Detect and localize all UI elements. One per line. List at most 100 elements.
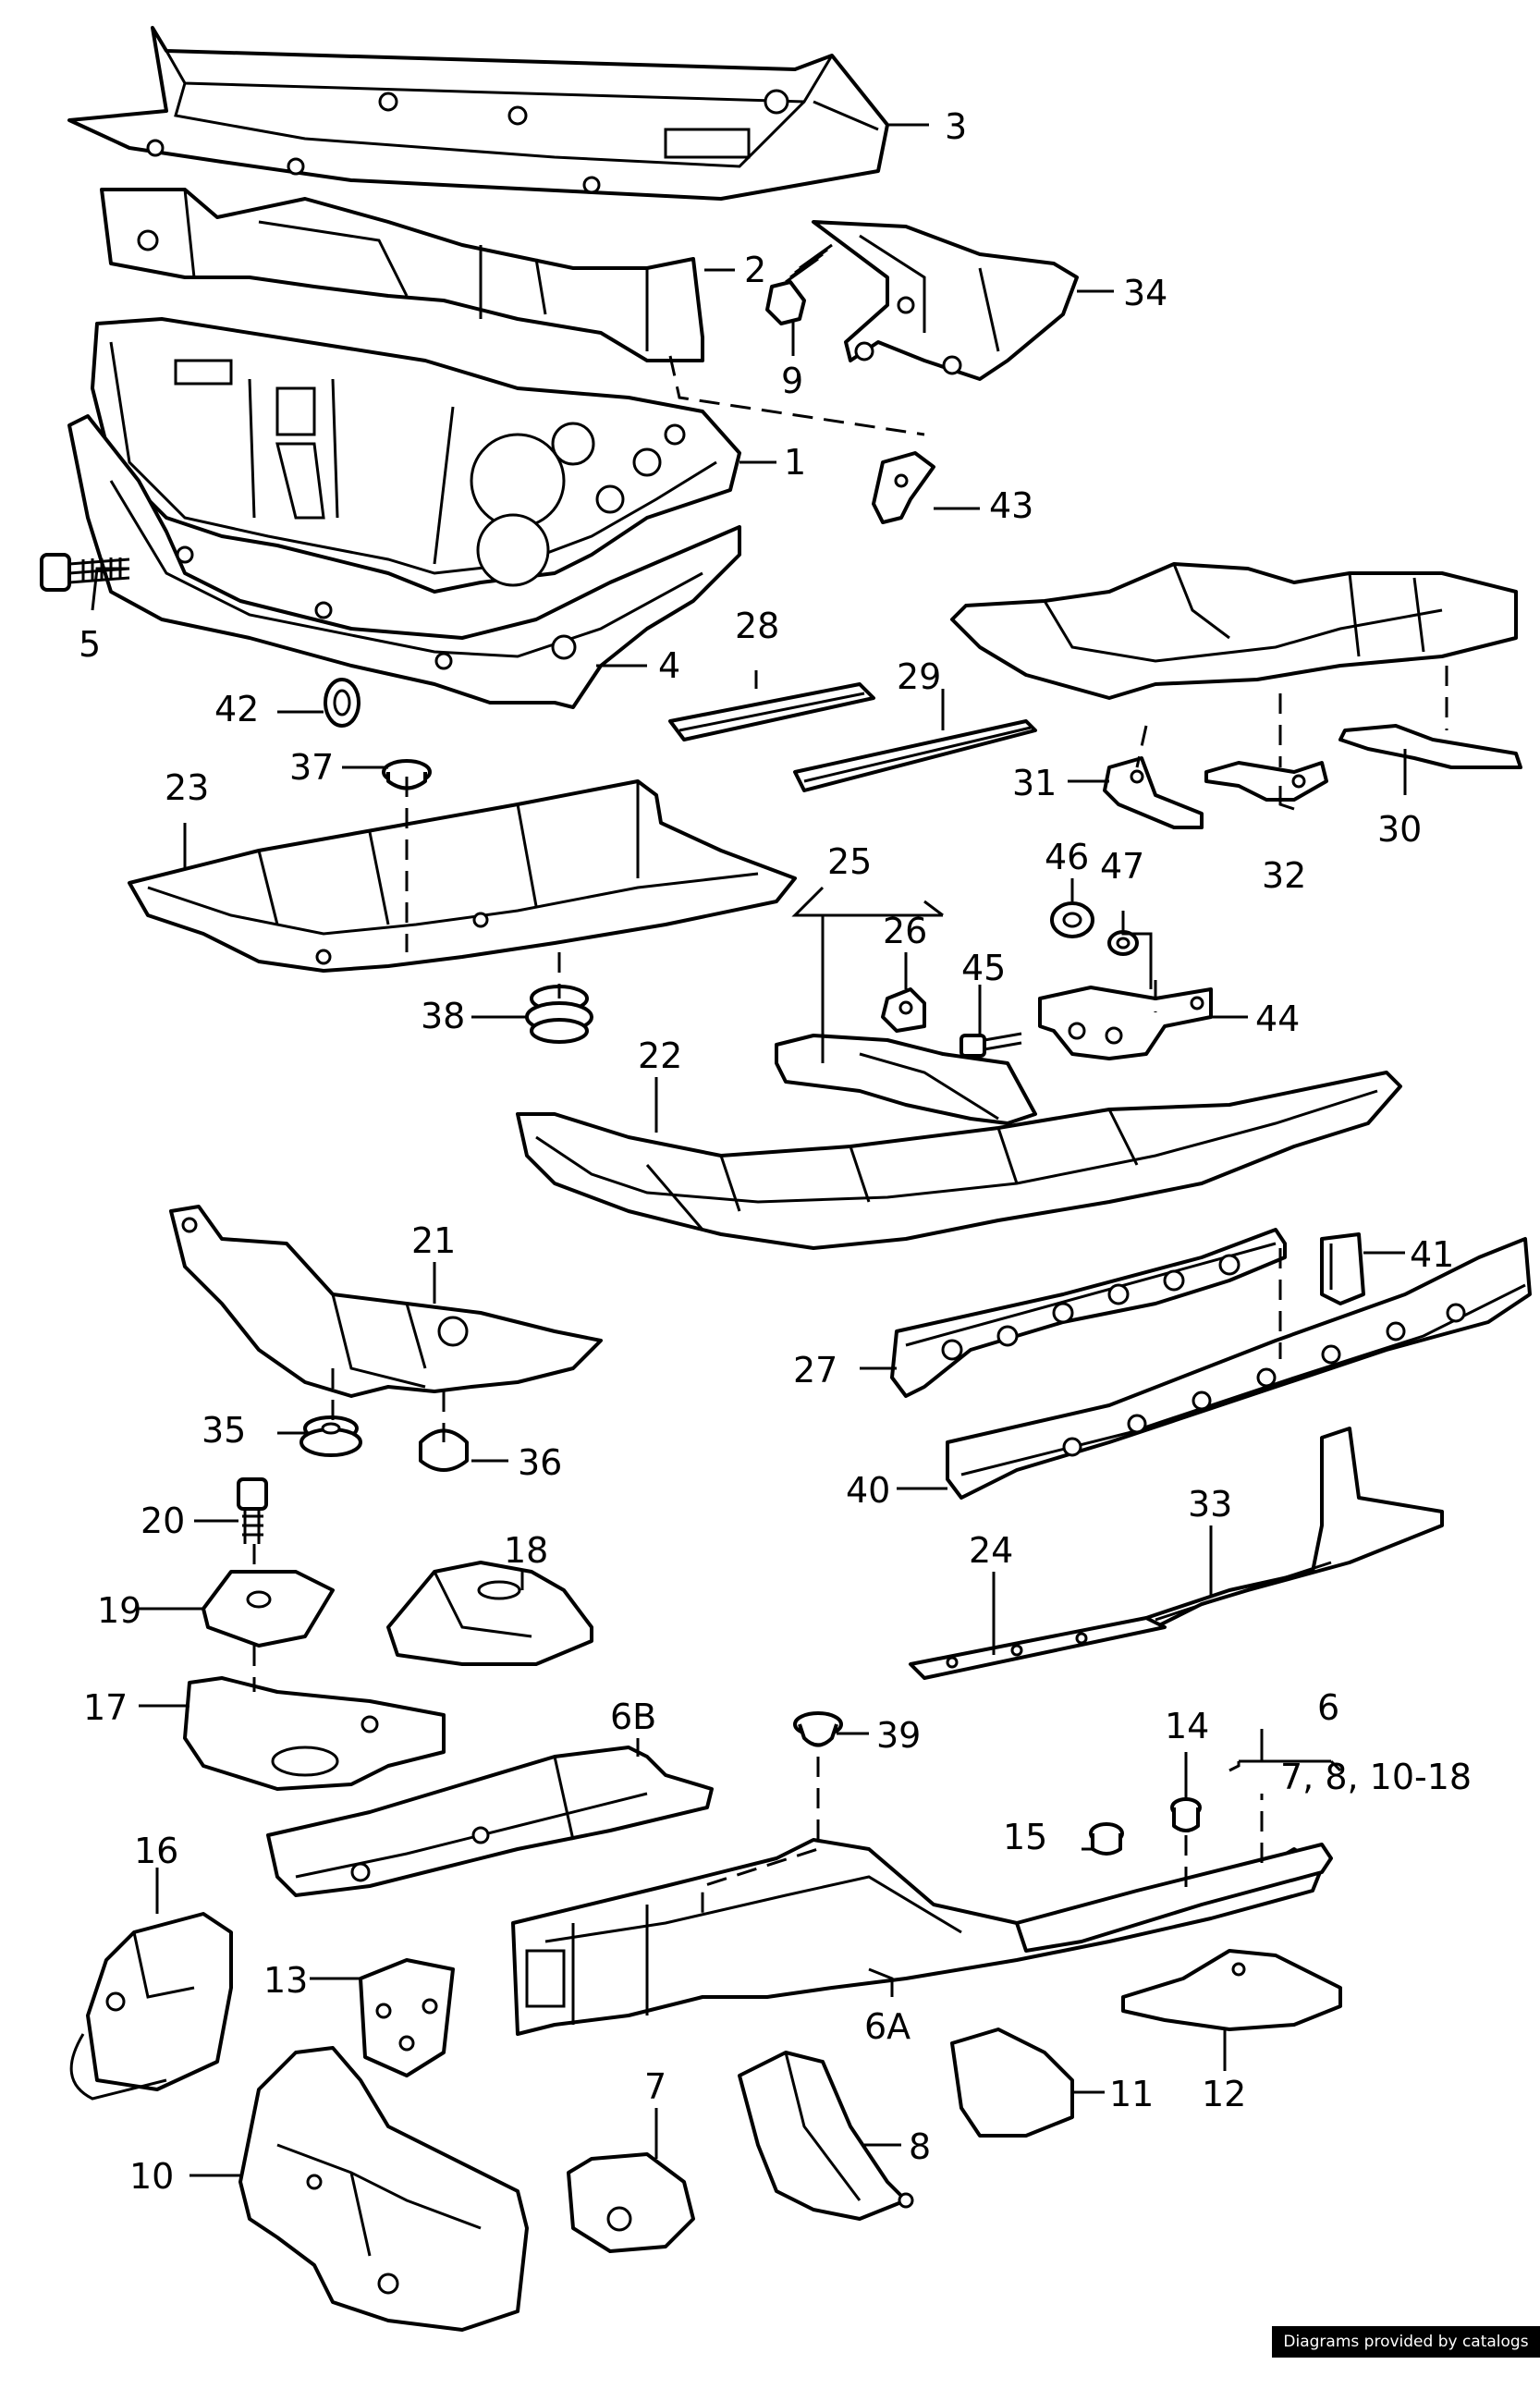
part-23-floor-pan bbox=[128, 779, 797, 973]
label-40: 40 bbox=[846, 1470, 890, 1511]
part-31-bracket bbox=[1103, 756, 1204, 829]
part-11-bracket bbox=[950, 2028, 1074, 2138]
part-27-side-rail bbox=[890, 1228, 1287, 1398]
label-43: 43 bbox=[989, 485, 1033, 526]
label-12: 12 bbox=[1202, 2074, 1246, 2114]
label-35: 35 bbox=[202, 1410, 246, 1451]
label-11: 11 bbox=[1109, 2074, 1154, 2114]
label-47: 47 bbox=[1100, 846, 1144, 887]
label-36: 36 bbox=[518, 1442, 562, 1483]
label-4: 4 bbox=[658, 645, 680, 686]
part-6A-tunnel bbox=[511, 1838, 1324, 2036]
part-3-cowl-panel bbox=[67, 26, 889, 201]
label-45: 45 bbox=[961, 948, 1006, 988]
label-33: 33 bbox=[1188, 1484, 1232, 1525]
label-14: 14 bbox=[1165, 1706, 1209, 1746]
credit-banner: Diagrams provided by catalogs parts bbox=[1272, 2326, 1540, 2383]
label-41: 41 bbox=[1410, 1234, 1454, 1275]
part-2-cross-member bbox=[100, 188, 704, 362]
part-35-grommet bbox=[299, 1415, 362, 1457]
part-42-grommet bbox=[324, 678, 361, 728]
label-18: 18 bbox=[504, 1530, 548, 1571]
label-6-subparts: 7, 8, 10-18 bbox=[1280, 1757, 1472, 1797]
label-17: 17 bbox=[83, 1687, 128, 1728]
label-6B: 6B bbox=[610, 1697, 656, 1737]
part-24-rail bbox=[909, 1616, 1167, 1680]
part-9-bolt bbox=[765, 243, 833, 325]
part-44-bracket bbox=[1038, 986, 1213, 1060]
part-22-main-floor bbox=[516, 1071, 1402, 1250]
label-10: 10 bbox=[129, 2156, 174, 2197]
label-19: 19 bbox=[97, 1590, 141, 1631]
label-38: 38 bbox=[421, 996, 465, 1036]
part-5-bolt bbox=[40, 553, 130, 592]
part-15-pin bbox=[1089, 1822, 1124, 1856]
label-6A: 6A bbox=[864, 2006, 911, 2047]
part-12-bracket bbox=[1121, 1949, 1342, 2031]
part-46-nut bbox=[1050, 901, 1094, 938]
part-20-bolt bbox=[237, 1477, 268, 1544]
part-4-lower-rail bbox=[67, 414, 741, 709]
part-21-tunnel-front bbox=[169, 1205, 603, 1398]
part-18-bracket bbox=[386, 1561, 593, 1666]
part-43-bracket bbox=[872, 451, 935, 524]
label-5: 5 bbox=[79, 624, 101, 665]
part-41-bracket bbox=[1320, 1232, 1365, 1305]
label-21: 21 bbox=[411, 1220, 456, 1261]
part-40-rocker bbox=[946, 1237, 1532, 1500]
label-26: 26 bbox=[883, 911, 927, 951]
label-16: 16 bbox=[134, 1831, 178, 1871]
part-45-bolt bbox=[959, 1032, 1022, 1058]
part-10-bracket bbox=[238, 2046, 529, 2332]
part-14-pin bbox=[1170, 1797, 1202, 1832]
label-7: 7 bbox=[644, 2066, 666, 2107]
label-20: 20 bbox=[141, 1501, 185, 1541]
part-7-bracket bbox=[567, 2152, 695, 2253]
label-34: 34 bbox=[1123, 273, 1167, 313]
label-24: 24 bbox=[969, 1530, 1013, 1571]
label-2: 2 bbox=[744, 250, 766, 290]
part-32-bracket bbox=[1204, 761, 1328, 802]
label-30: 30 bbox=[1377, 809, 1422, 850]
assembly-lines bbox=[252, 355, 1448, 1914]
label-3: 3 bbox=[945, 106, 967, 147]
label-23: 23 bbox=[165, 767, 209, 808]
part-25-bracket bbox=[775, 1034, 1037, 1125]
part-37-plug bbox=[382, 759, 432, 790]
label-29: 29 bbox=[897, 656, 941, 697]
label-42: 42 bbox=[214, 689, 259, 729]
label-44: 44 bbox=[1255, 998, 1300, 1039]
part-33-rail bbox=[1144, 1427, 1444, 1629]
label-8: 8 bbox=[909, 2126, 931, 2167]
part-17-bracket bbox=[183, 1676, 446, 1791]
label-28: 28 bbox=[735, 606, 779, 646]
part-28-strip bbox=[668, 682, 875, 741]
label-39: 39 bbox=[876, 1715, 921, 1756]
part-rear-floor-pan bbox=[950, 562, 1518, 700]
part-labels: 3 2 34 9 1 43 5 4 42 28 29 31 32 30 23 3… bbox=[79, 106, 1472, 2197]
part-39-plug bbox=[793, 1711, 843, 1747]
part-34-bracket bbox=[812, 220, 1079, 381]
part-1-bulkhead bbox=[91, 317, 741, 594]
part-6-rail-right bbox=[1015, 1843, 1333, 1953]
label-37: 37 bbox=[289, 747, 334, 788]
label-46: 46 bbox=[1045, 837, 1089, 877]
part-36-grommet bbox=[419, 1428, 469, 1472]
part-29-strip bbox=[793, 719, 1037, 792]
label-1: 1 bbox=[784, 442, 806, 483]
part-13-plate bbox=[359, 1958, 455, 2077]
leader-lines bbox=[91, 123, 1407, 2177]
label-13: 13 bbox=[263, 1960, 308, 2001]
label-22: 22 bbox=[638, 1035, 682, 1076]
part-8-bracket bbox=[738, 2051, 914, 2221]
label-6: 6 bbox=[1317, 1687, 1339, 1728]
label-15: 15 bbox=[1003, 1817, 1047, 1857]
label-32: 32 bbox=[1262, 855, 1306, 896]
label-27: 27 bbox=[793, 1350, 837, 1391]
part-30-bracket bbox=[1338, 724, 1522, 769]
part-26-mount bbox=[881, 987, 926, 1033]
label-31: 31 bbox=[1012, 763, 1057, 803]
part-19-plate bbox=[202, 1570, 335, 1648]
label-25: 25 bbox=[827, 841, 872, 882]
